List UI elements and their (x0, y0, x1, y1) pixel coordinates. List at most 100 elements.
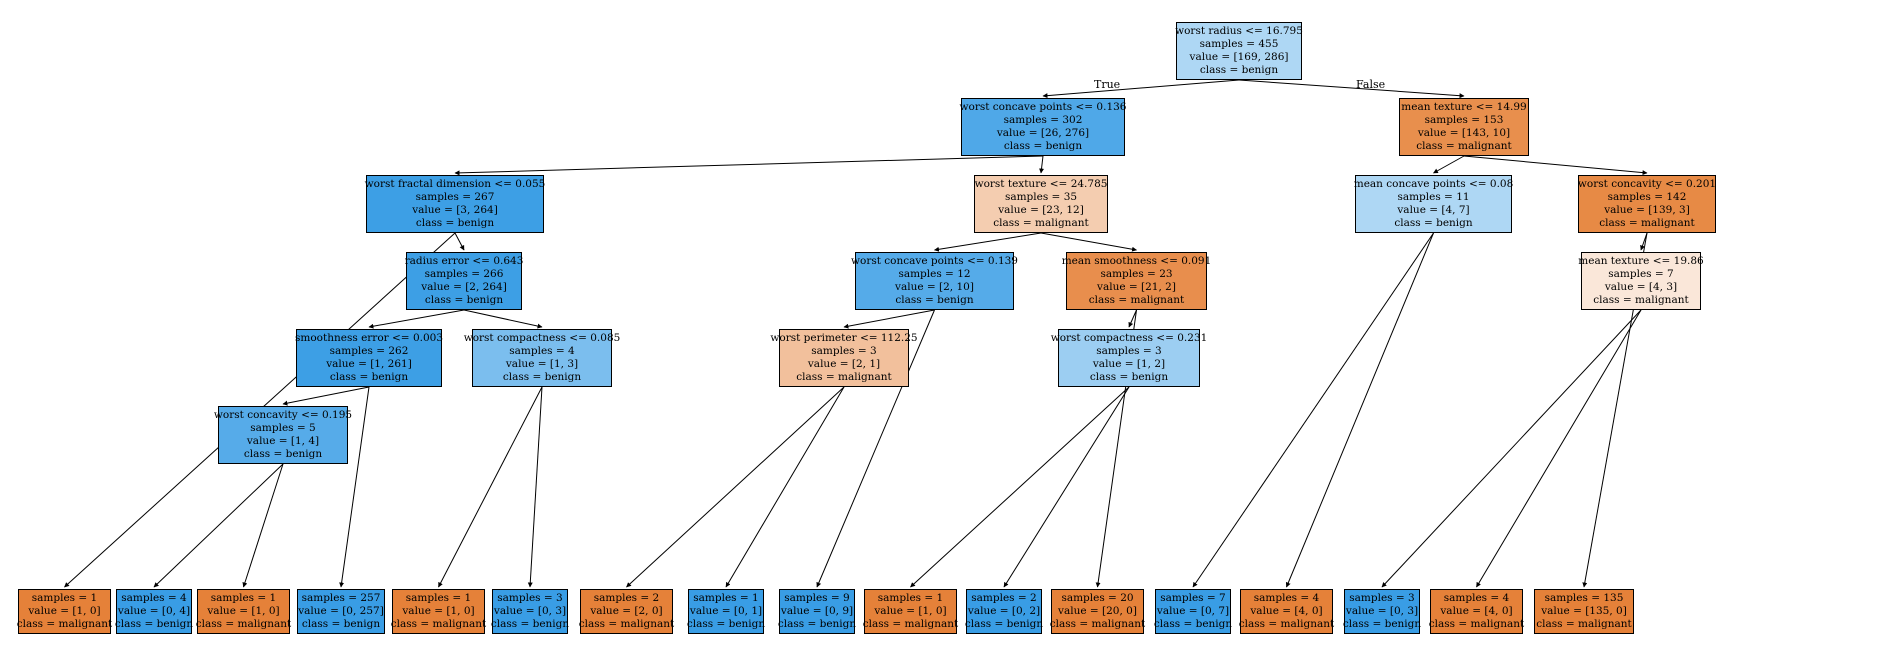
node-text-line: class = malignant (1088, 294, 1185, 307)
tree-edge (153, 463, 284, 588)
node-text-line: value = [26, 276] (996, 127, 1090, 139)
node-text-line: value = [23, 12] (998, 204, 1084, 216)
node-text-line: class = benign (1089, 371, 1169, 384)
tree-edge (843, 309, 935, 329)
node-text-line: samples = 135 (1544, 591, 1624, 604)
tree-edge (454, 155, 1044, 176)
node-text-line: class = benign (301, 618, 381, 631)
node-text-line: mean smoothness <= 0.091 (1061, 254, 1212, 267)
node-text-line: class = malignant (993, 217, 1089, 230)
node-text-line: class = malignant (1428, 618, 1525, 631)
tree-edge (438, 386, 543, 588)
node-text-line: worst concave points <= 0.136 (959, 100, 1127, 113)
tree-edge (1640, 232, 1648, 251)
node-text-line: samples = 4 (121, 591, 187, 604)
tree-edge (527, 386, 543, 588)
node-text-line: worst perimeter <= 112.25 (770, 331, 918, 344)
node-text-line: value = [20, 0] (1058, 604, 1137, 617)
node-text-line: value = [1, 0] (402, 604, 475, 617)
node-text-line: value = [1, 2] (1092, 358, 1166, 370)
node-text-line: samples = 142 (1607, 190, 1687, 203)
tree-edge (242, 463, 284, 588)
node-text-line: value = [4, 3] (1604, 281, 1678, 293)
node-text-line: worst concavity <= 0.201 (1577, 177, 1717, 190)
tree-edge (1040, 232, 1137, 252)
node-text-line: samples = 5 (250, 421, 316, 434)
node-text-line: value = [0, 2] (967, 604, 1041, 617)
tree-edge (1238, 79, 1465, 99)
node-text-line: class = malignant (1593, 294, 1689, 307)
tree-edge (1039, 155, 1045, 174)
node-text-line: value = [1, 3] (505, 358, 579, 370)
node-text-line: class = benign (424, 294, 504, 307)
tree-edge (1192, 232, 1434, 588)
node-text-line: samples = 1 (693, 591, 759, 604)
node-text-line: class = benign (502, 371, 582, 384)
node-text-line: class = malignant (390, 618, 487, 631)
tree-edge (626, 386, 845, 588)
node-text-line: value = [0, 257] (298, 604, 384, 617)
node-text-line: samples = 12 (898, 267, 971, 280)
node-text-line: samples = 267 (415, 190, 495, 203)
node-text-line: value = [0, 1] (689, 604, 763, 617)
tree-edge (1433, 155, 1465, 174)
node-text-line: class = malignant (195, 618, 292, 631)
node-text-line: class = benign (1199, 64, 1279, 77)
node-text-line: samples = 3 (497, 591, 563, 604)
node-text-line: samples = 3 (1096, 344, 1162, 357)
node-text-line: value = [1, 0] (28, 604, 101, 617)
node-text-line: class = malignant (1416, 140, 1512, 153)
tree-edge (282, 386, 370, 406)
node-text-line: samples = 266 (424, 267, 504, 280)
node-text-line: class = malignant (1599, 217, 1695, 230)
node-text-line: class = benign (777, 618, 857, 631)
node-text-line: class = benign (1394, 217, 1473, 230)
node-text-line: worst fractal dimension <= 0.055 (364, 177, 546, 190)
node-text-line: samples = 9 (784, 591, 850, 604)
node-text-line: class = benign (490, 618, 570, 631)
node-text-line: class = benign (1342, 618, 1422, 631)
node-text-line: class = benign (895, 294, 974, 307)
node-text-line: class = benign (415, 217, 495, 230)
node-text-line: value = [1, 4] (246, 435, 320, 447)
node-text-line: samples = 153 (1424, 113, 1504, 126)
node-text-line: class = malignant (862, 618, 959, 631)
node-text-line: value = [0, 7] (1156, 604, 1230, 617)
node-text-line: worst compactness <= 0.085 (463, 331, 621, 344)
node-text-line: value = [4, 0] (1440, 604, 1513, 617)
node-text-line: worst texture <= 24.785 (974, 177, 1108, 190)
node-text-line: value = [3, 264] (412, 204, 498, 216)
node-text-line: worst compactness <= 0.231 (1050, 331, 1208, 344)
node-text-line: samples = 20 (1061, 591, 1134, 604)
node-text-line: worst radius <= 16.795 (1175, 24, 1303, 37)
tree-edge (368, 309, 465, 329)
node-text-line: radius error <= 0.643 (404, 254, 524, 267)
node-text-line: samples = 23 (1100, 267, 1173, 280)
node-text-line: mean texture <= 14.99 (1401, 100, 1527, 113)
node-text-line: value = [1, 0] (874, 604, 947, 617)
tree-edge (934, 232, 1042, 252)
tree-edge (1476, 309, 1642, 588)
node-text-line: value = [2, 264] (421, 281, 507, 293)
node-text-line: worst concave points <= 0.139 (851, 254, 1018, 267)
